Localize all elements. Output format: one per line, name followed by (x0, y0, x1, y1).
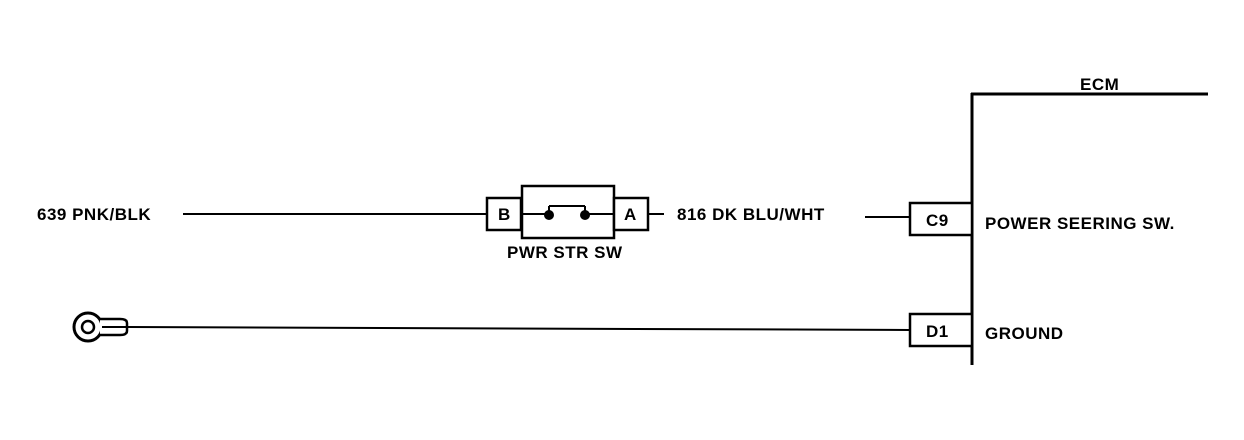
switch-name: PWR STR SW (507, 243, 623, 262)
ecm-pin-d1-box (908, 312, 974, 348)
ecm-pin-d1-label: D1 (926, 322, 949, 341)
ecm-pin-d1: D1 GROUND (908, 312, 1064, 348)
power-steering-switch: B A PWR STR SW (485, 184, 650, 262)
output-wire-label: 816 DK BLU/WHT (677, 205, 825, 224)
ecm-pin-c9-function: POWER SEERING SW. (985, 214, 1175, 233)
switch-body (520, 184, 616, 240)
ground-eyelet-icon (72, 311, 129, 343)
ecm-pin-c9: C9 POWER SEERING SW. (908, 201, 1175, 237)
switch-terminal-b (485, 196, 523, 232)
ground-circuit (72, 311, 911, 343)
switch-contact-dot-left (544, 210, 554, 220)
switch-terminal-a-label: A (624, 205, 637, 224)
ecm-pin-c9-box (908, 201, 974, 237)
ecm-title: ECM (1080, 75, 1119, 94)
output-wire: 816 DK BLU/WHT (648, 205, 910, 224)
input-wire-label: 639 PNK/BLK (37, 205, 151, 224)
ecm-pin-c9-label: C9 (926, 211, 949, 230)
ecm-pin-d1-function: GROUND (985, 324, 1064, 343)
ground-wire-line (126, 326, 911, 331)
input-wire: 639 PNK/BLK (37, 205, 487, 224)
switch-contact-dot-right (580, 210, 590, 220)
switch-terminal-b-label: B (498, 205, 511, 224)
